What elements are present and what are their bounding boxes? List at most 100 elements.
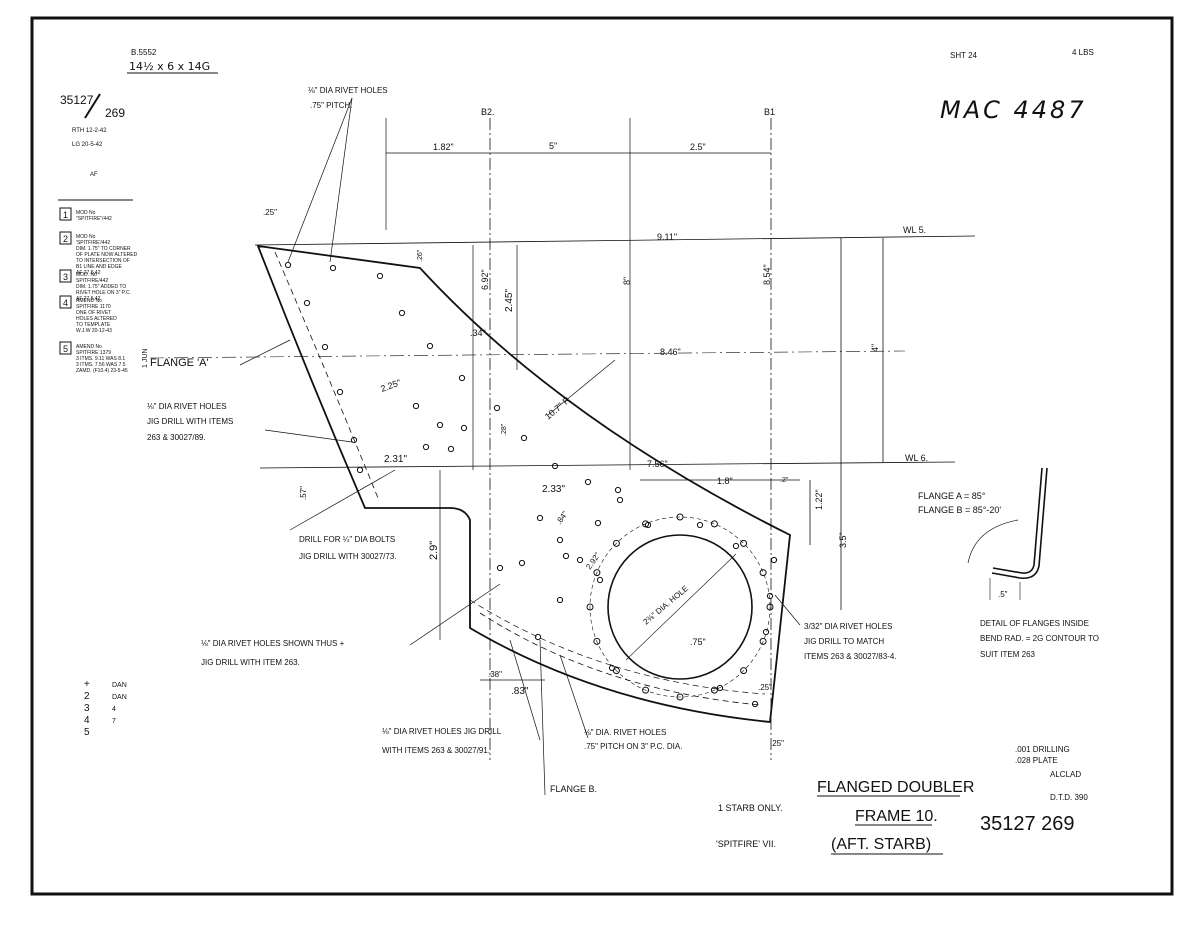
rivet-hole xyxy=(336,388,344,396)
dim-5: 5" xyxy=(549,141,557,151)
note-right-line-3: ITEMS 263 & 30027/83-4. xyxy=(804,652,897,661)
rivet-hole xyxy=(284,261,292,269)
dim-83: .83" xyxy=(511,686,529,697)
revision-number-box xyxy=(59,269,72,283)
dim-2-5: 2.5" xyxy=(690,142,706,152)
rivet-hole xyxy=(732,542,740,550)
rivet-hole xyxy=(762,628,770,636)
dim-34: .34" xyxy=(470,328,486,338)
rivet-hole xyxy=(576,556,584,564)
rivet-hole xyxy=(496,564,504,572)
flange-a-label: FLANGE 'A' xyxy=(150,357,209,369)
note-bottom-line-2: WITH ITEMS 263 & 30027/91. xyxy=(382,746,490,755)
material-code: B.5552 xyxy=(131,48,157,57)
waterline-5: WL 5. xyxy=(903,225,926,235)
revision-text: W.J.W 20-12-43 xyxy=(76,328,112,334)
dim-8-46: 8.46" xyxy=(660,347,681,357)
legend-text: 7 xyxy=(112,718,116,725)
revision-initials-2: LG 20-5-42 xyxy=(72,142,103,148)
pc-rivet-hole xyxy=(710,686,718,694)
note-right-line-1: 3/32" DIA RIVET HOLES xyxy=(804,622,893,631)
note-jig-line-1: ⅛" DIA RIVET HOLES xyxy=(147,402,227,411)
revision-text: DIM. 1.75" TO CORNER xyxy=(76,246,131,252)
dim-75: .75" xyxy=(690,637,706,647)
rivet-hole xyxy=(321,343,329,351)
rivet-hole xyxy=(350,436,358,444)
revision-text: SPITFIRE/442 xyxy=(76,278,108,284)
revision-text: ONE OF RIVET xyxy=(76,310,111,316)
dim-9-11: 9.11" xyxy=(657,232,677,242)
rivet-hole xyxy=(556,536,564,544)
detail-note-line-3: SUIT ITEM 263 xyxy=(980,650,1036,659)
title-line-3: (AFT. STARB) xyxy=(831,836,931,853)
flange-detail: FLANGE A = 85° FLANGE B = 85°-20' .5" DE… xyxy=(918,467,1099,659)
revision-number-box xyxy=(59,207,72,221)
detail-note-line-2: BEND RAD. = 2G CONTOUR TO xyxy=(980,634,1099,643)
dim-26: .26" xyxy=(417,249,424,262)
pc-rivet-hole xyxy=(593,569,601,577)
dim-10-7r: 10.7" R xyxy=(543,394,573,421)
revision-text: 3 ITMS. 7.56 WAS 7.5 xyxy=(76,362,126,368)
pc-rivet-hole xyxy=(740,667,748,675)
note-shown-line-1: ⅛" DIA RIVET HOLES SHOWN THUS + xyxy=(201,639,345,648)
rivet-hole xyxy=(398,309,406,317)
dim-3-5: 3.5" xyxy=(838,532,848,548)
revision-text: AMEND No xyxy=(76,298,102,304)
revision-text: AMEND No xyxy=(76,344,102,350)
dim-84: .84" xyxy=(554,509,569,526)
pc-rivet-hole xyxy=(593,637,601,645)
aircraft-type: 'SPITFIRE' VII. xyxy=(716,839,776,849)
dim-57: .57" xyxy=(299,486,308,500)
note-bottom-line-1: ⅛" DIA RIVET HOLES JIG DRILL xyxy=(382,727,502,736)
material: ALCLAD xyxy=(1050,770,1081,779)
plate-spec: .028 PLATE xyxy=(1015,756,1058,765)
dim-6-92: 6.92" xyxy=(480,269,490,290)
revision-text: RIVET HOLE ON 3" P.C. xyxy=(76,290,131,296)
flange-b-angle: FLANGE B = 85°-20' xyxy=(918,505,1001,515)
dim-25-top: .25" xyxy=(263,208,277,217)
flange-a-angle: FLANGE A = 85° xyxy=(918,491,986,501)
revision-text: MOD No xyxy=(76,210,96,216)
rivet-hole xyxy=(551,462,559,470)
dim-25-side: .25" xyxy=(758,683,772,692)
station-b1: B1 xyxy=(764,107,775,117)
legend-symbol: 2 xyxy=(84,691,90,702)
note-shown-line-2: JIG DRILL WITH ITEM 263. xyxy=(201,658,300,667)
revision-number-box xyxy=(59,295,72,309)
revision-text: MOD. No xyxy=(76,272,97,278)
rivet-hole xyxy=(751,700,759,708)
pc-rivet-hole xyxy=(676,513,684,521)
rivet-hole xyxy=(696,521,704,529)
stock-size: 14½ x 6 x 14G xyxy=(129,60,210,73)
pc-rivet-hole xyxy=(676,693,684,701)
note-rivet-top-line-2: .75" PITCH. xyxy=(310,101,352,110)
rivet-hole xyxy=(614,486,622,494)
revision-text: TO TEMPLATE xyxy=(76,322,111,328)
revision-number: 5 xyxy=(63,344,68,354)
station-b2: B2. xyxy=(481,107,495,117)
drawing-border xyxy=(30,16,1174,896)
note-drill-line-1: DRILL FOR ¼" DIA BOLTS xyxy=(299,535,395,544)
dim-8-54: 8.54" xyxy=(762,264,772,285)
revision-number: 2 xyxy=(63,234,68,244)
revision-number-box xyxy=(59,231,72,245)
note-jig-line-3: 263 & 30027/89. xyxy=(147,433,206,442)
revision-text: MOD No xyxy=(76,234,96,240)
rivet-hole xyxy=(436,421,444,429)
pc-rivet-hole xyxy=(710,520,718,528)
flange-detail-dim: .5" xyxy=(998,590,1008,599)
rivet-hole xyxy=(596,576,604,584)
note-shown-thus: ⅛" DIA RIVET HOLES SHOWN THUS + JIG DRIL… xyxy=(201,639,345,667)
dim-2-31: 2.31" xyxy=(384,454,407,465)
title-line-2: FRAME 10. xyxy=(855,808,938,825)
revision-initials-1: RTH 12-2-42 xyxy=(72,128,107,134)
pc-rivet-hole xyxy=(766,603,774,611)
pc-rivet-hole xyxy=(612,539,620,547)
pitch-circle xyxy=(589,516,771,698)
rivet-hole xyxy=(770,556,778,564)
dim-7-56: 7.56" xyxy=(647,459,668,469)
revision-text: AF 27.5.42 xyxy=(76,296,101,302)
drawing-sub: 269 xyxy=(105,106,125,120)
revision-number-box xyxy=(59,341,72,355)
